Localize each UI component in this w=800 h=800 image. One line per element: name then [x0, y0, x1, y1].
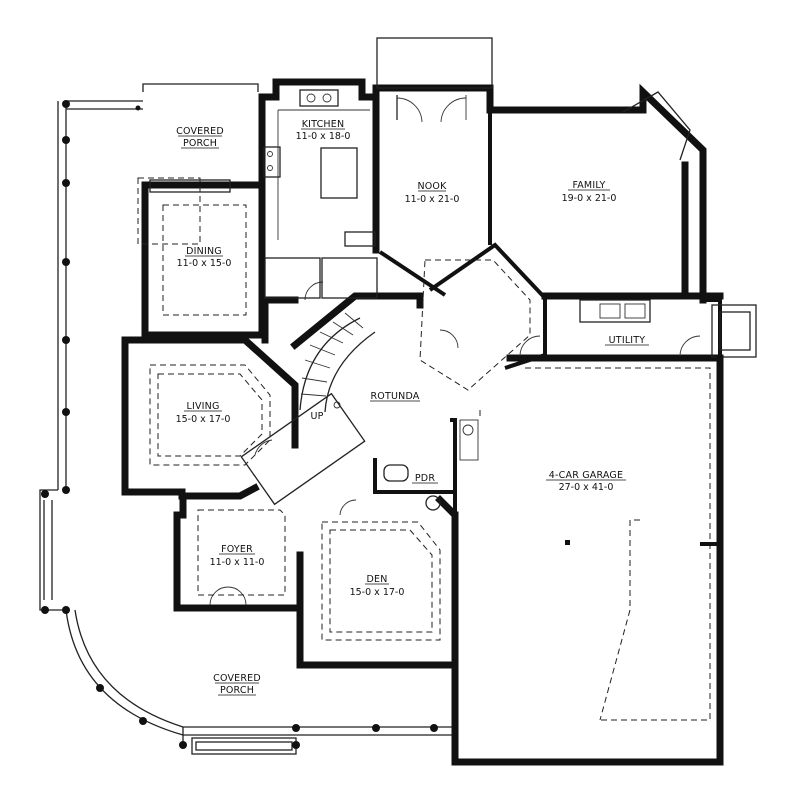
staircase	[299, 312, 376, 413]
svg-text:COVERED: COVERED	[213, 673, 261, 684]
room-label-living: LIVING 15-0 x 17-0	[176, 401, 231, 425]
room-label-covered-porch-bottom: COVERED PORCH	[213, 673, 261, 696]
svg-text:NOOK: NOOK	[417, 181, 447, 192]
svg-text:11-0 x 11-0: 11-0 x 11-0	[210, 557, 265, 568]
room-label-den: DEN 15-0 x 17-0	[350, 574, 405, 598]
svg-text:15-0 x 17-0: 15-0 x 17-0	[350, 587, 405, 598]
svg-text:DEN: DEN	[366, 574, 387, 585]
svg-text:UTILITY: UTILITY	[609, 335, 646, 346]
svg-text:15-0 x 17-0: 15-0 x 17-0	[176, 414, 231, 425]
room-label-pdr: PDR	[412, 473, 438, 484]
kitchen-fixtures	[263, 89, 376, 247]
svg-text:ROTUNDA: ROTUNDA	[371, 391, 420, 402]
svg-text:27-0 x 41-0: 27-0 x 41-0	[559, 482, 614, 493]
room-label-covered-porch-top: COVERED PORCH	[176, 126, 224, 149]
svg-text:LIVING: LIVING	[186, 401, 219, 412]
svg-text:11-0 x 18-0: 11-0 x 18-0	[296, 131, 351, 142]
room-label-utility: UTILITY	[605, 335, 649, 346]
room-label-dining: DINING 11-0 x 15-0	[177, 246, 232, 269]
svg-text:KITCHEN: KITCHEN	[302, 119, 345, 130]
room-label-rotunda: ROTUNDA	[370, 391, 420, 402]
svg-text:4-CAR GARAGE: 4-CAR GARAGE	[549, 470, 623, 481]
svg-text:PDR: PDR	[415, 473, 435, 484]
stair-up-label: UP	[310, 411, 323, 422]
doors	[209, 257, 720, 606]
room-label-garage: 4-CAR GARAGE 27-0 x 41-0	[546, 470, 626, 493]
svg-text:DINING: DINING	[186, 246, 222, 257]
svg-text:19-0 x 21-0: 19-0 x 21-0	[562, 193, 617, 204]
svg-text:COVERED: COVERED	[176, 126, 224, 137]
bump-outs	[149, 37, 493, 193]
room-label-kitchen: KITCHEN 11-0 x 18-0	[296, 119, 351, 142]
room-label-nook: NOOK 11-0 x 21-0	[405, 181, 460, 205]
svg-text:FAMILY: FAMILY	[572, 180, 605, 191]
room-label-family: FAMILY 19-0 x 21-0	[562, 180, 617, 204]
svg-text:FOYER: FOYER	[221, 544, 253, 555]
svg-text:PORCH: PORCH	[220, 685, 254, 696]
porch-posts	[41, 100, 438, 749]
svg-text:11-0 x 15-0: 11-0 x 15-0	[177, 258, 232, 269]
svg-text:PORCH: PORCH	[183, 138, 217, 149]
walls	[121, 78, 757, 766]
utility-fixtures	[519, 299, 701, 357]
svg-text:11-0 x 21-0: 11-0 x 21-0	[405, 194, 460, 205]
room-label-foyer: FOYER 11-0 x 11-0	[210, 544, 265, 568]
